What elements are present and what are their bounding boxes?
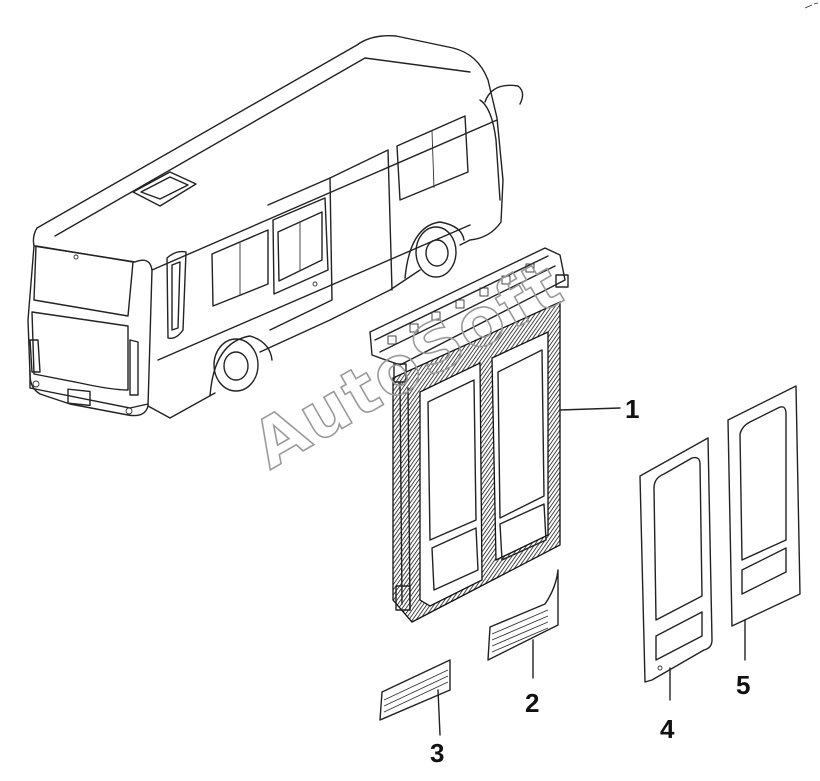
door-panel-part-5 xyxy=(727,385,801,661)
callout-4: 4 xyxy=(660,714,675,744)
callout-1: 1 xyxy=(625,394,639,424)
door-assembly-part-1 xyxy=(369,247,621,623)
trim-panel-part-2 xyxy=(487,569,559,679)
callout-2: 2 xyxy=(525,688,539,718)
trim-panel-part-3 xyxy=(379,659,451,736)
callout-3: 3 xyxy=(430,738,444,768)
callout-5: 5 xyxy=(736,670,750,700)
door-panel-part-4 xyxy=(639,437,713,701)
bus-illustration xyxy=(27,35,524,419)
corner-mark xyxy=(804,2,819,9)
